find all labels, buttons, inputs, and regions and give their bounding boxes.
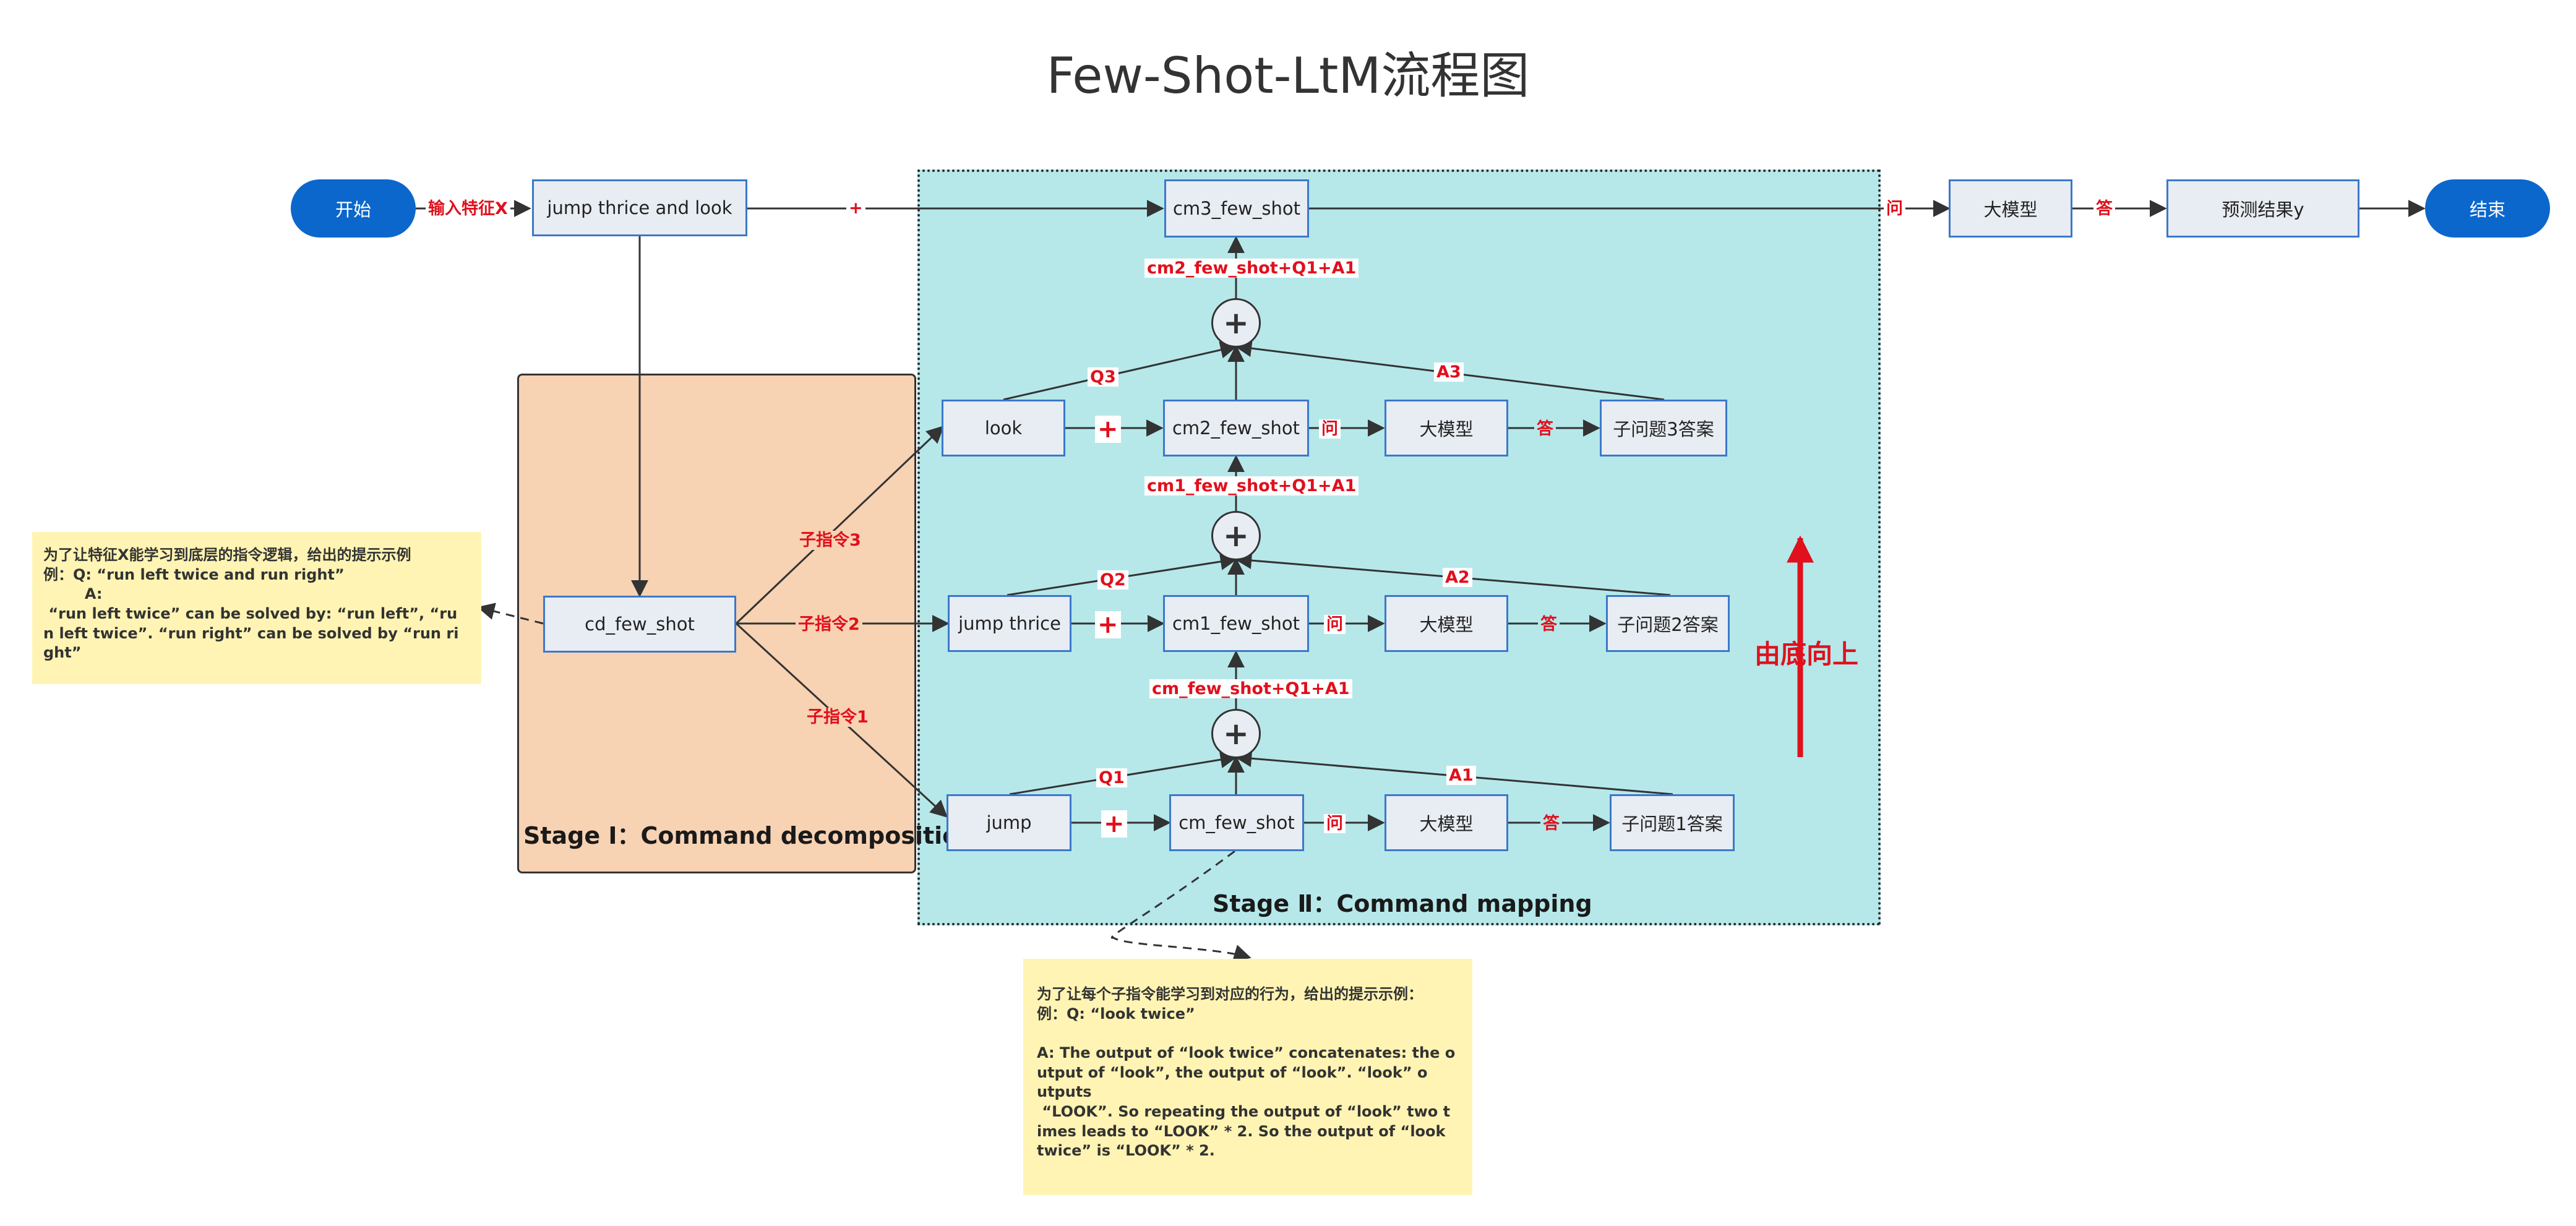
label-answer1: 答 (1540, 814, 1562, 833)
label-plus3: + (1095, 416, 1121, 443)
prediction-box: 预测结果y (2166, 179, 2359, 238)
plus-node-3: + (1211, 298, 1261, 348)
cm2-box: cm2_few_shot (1163, 400, 1309, 457)
cm3-box: cm3_few_shot (1164, 179, 1309, 238)
cd-few-shot-box: cd_few_shot (543, 596, 736, 653)
label-q3: Q3 (1088, 367, 1118, 387)
plus-node-1: + (1211, 709, 1261, 758)
cm1-box: cm1_few_shot (1163, 595, 1309, 652)
label-q1: Q1 (1096, 768, 1127, 787)
label-sub3: 子指令3 (797, 531, 864, 550)
stage2-label: Stage Ⅱ：Command mapping (1213, 890, 1592, 917)
label-plus1: + (1101, 810, 1127, 838)
cm-box: cm_few_shot (1169, 794, 1304, 851)
llm1-box: 大模型 (1385, 794, 1508, 851)
note-bottom: 为了让每个子指令能学习到对应的行为，给出的提示示例： 例：Q: “look tw… (1023, 959, 1472, 1195)
label-ask-top: 问 (1884, 199, 1905, 218)
label-answer3: 答 (1534, 419, 1556, 439)
edge-cd-look (735, 426, 945, 625)
llm3-box: 大模型 (1385, 400, 1508, 457)
look-box: look (942, 400, 1065, 457)
answer2-box: 子问题2答案 (1606, 595, 1730, 652)
label-ask2: 问 (1324, 615, 1346, 634)
edge-cd-note (477, 602, 544, 625)
input-box: jump thrice and look (532, 179, 747, 236)
label-input-feature: 输入特征X (426, 199, 510, 218)
label-a2: A2 (1443, 568, 1472, 587)
label-ask1: 问 (1324, 814, 1346, 833)
label-plus2: + (1095, 611, 1121, 638)
start-terminal: 开始 (291, 179, 416, 238)
label-cm-q1-a1: cm_few_shot+Q1+A1 (1149, 679, 1352, 698)
label-answer2: 答 (1538, 615, 1560, 634)
jump-box: jump (947, 794, 1071, 851)
label-ask3: 问 (1319, 419, 1341, 439)
label-sub1: 子指令1 (804, 708, 871, 727)
bottom-up-label: 由底向上 (1754, 639, 1859, 669)
edge-cm-note (1110, 850, 1252, 962)
label-cm2-q1-a1: cm2_few_shot+Q1+A1 (1144, 259, 1359, 278)
label-sub2: 子指令2 (796, 615, 862, 634)
label-a1: A1 (1446, 766, 1476, 785)
jump-thrice-box: jump thrice (948, 595, 1071, 652)
answer1-box: 子问题1答案 (1610, 794, 1735, 851)
answer3-box: 子问题3答案 (1600, 400, 1727, 457)
note-left: 为了让特征X能学习到底层的指令逻辑，给出的提示示例 例：Q: “run left… (32, 532, 481, 684)
edge-q3-plus3 (1003, 341, 1238, 401)
llm2-box: 大模型 (1385, 595, 1508, 652)
label-q2: Q2 (1097, 570, 1128, 589)
plus-node-2: + (1211, 511, 1261, 560)
llm-main-box: 大模型 (1949, 179, 2072, 238)
stage1-label: Stage Ⅰ：Command decomposition (523, 822, 976, 849)
label-plus-top: + (846, 199, 865, 218)
label-cm1-q1-a1: cm1_few_shot+Q1+A1 (1144, 476, 1359, 495)
diagram-title: Few-Shot-LtM流程图 (1046, 47, 1530, 105)
end-terminal: 结束 (2425, 179, 2550, 238)
label-a3: A3 (1434, 362, 1464, 382)
label-answer-top: 答 (2093, 199, 2115, 218)
